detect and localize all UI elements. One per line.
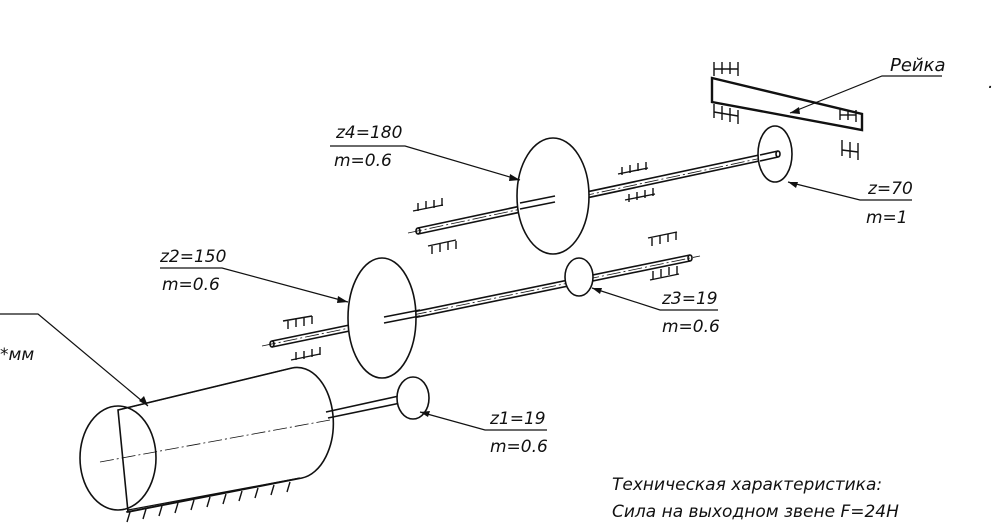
bearing-shaft3-right [617,162,656,202]
motor-cylinder [79,366,335,523]
rack [710,62,864,160]
spec-title: Техническая характеристика: [612,475,882,495]
leader-z1 [419,411,547,431]
leader-motor [0,313,149,407]
shaft-2-front [383,309,421,324]
leader-lines [0,75,942,431]
leader-z3 [591,287,718,311]
shaft-2 [261,254,701,348]
gear-z2 [347,257,417,379]
shaft-3-front [519,195,556,210]
rack-guide-bottom [713,104,859,160]
leader-z-out [787,181,912,201]
bearing-shaft3-left [412,198,457,254]
label-m-z2: m=0.6 [162,275,220,295]
label-m-z4: m=0.6 [334,151,392,171]
bearing-shaft2-right [647,231,680,281]
label-m-z1: m=0.6 [490,437,548,457]
label-rack: Рейка [890,55,946,76]
leader-rack [789,75,942,114]
shaft-3-end [759,150,781,162]
shaft-3 [407,150,791,235]
label-motor-unit: *мм [0,345,34,365]
gear-z1 [396,376,430,420]
motor-base-hatching [125,477,301,523]
bearing-shaft2-left [282,315,321,361]
label-z2: z2=150 [159,247,226,267]
motor-shaft [325,393,411,419]
label-z-out: z=70 [867,179,913,199]
label-m-out: m=1 [866,208,908,228]
leader-z2 [160,267,349,303]
label-z4: z4=180 [335,123,402,143]
label-m-z3: m=0.6 [662,317,720,337]
corner-mark: . [988,73,993,93]
rack-guide-top [713,62,857,122]
spec-line-1: Сила на выходном звене F=24Н [612,502,899,522]
label-z3: z3=19 [661,289,718,309]
gear-output-pinion [757,125,793,183]
leader-z4 [330,145,521,181]
leader-arrowheads [139,107,800,417]
gear-z3 [564,257,594,297]
label-z1: z1=19 [489,409,546,429]
